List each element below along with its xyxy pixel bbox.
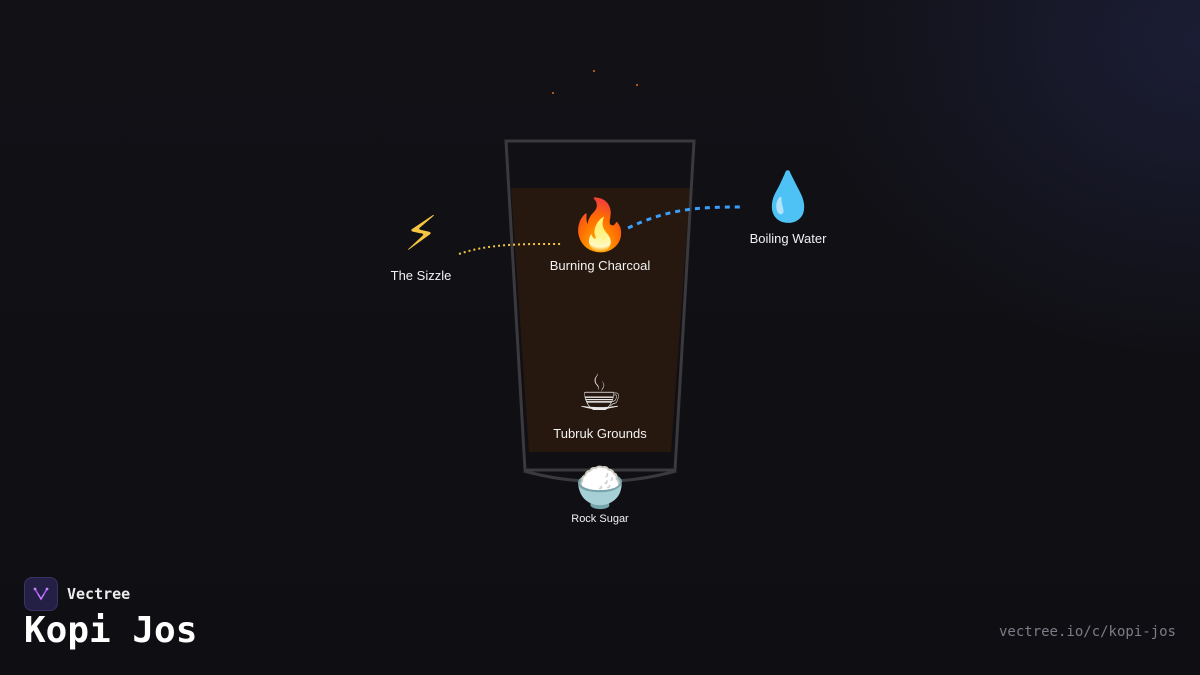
node-label-boiling-water: Boiling Water	[749, 231, 827, 246]
node-rock-sugar: 🍚 Rock Sugar	[550, 468, 650, 525]
page-title: Kopi Jos	[24, 610, 198, 651]
node-tubruk-grounds: ☕ Tubruk Grounds	[530, 368, 670, 441]
page-url-link[interactable]: vectree.io/c/kopi-jos	[998, 624, 1176, 640]
coffee-liquid	[511, 188, 690, 452]
lightning-icon: ⚡	[404, 206, 438, 262]
node-label-burning-charcoal: Burning Charcoal	[549, 258, 651, 273]
ember-particle	[593, 70, 595, 72]
node-label-tubruk-grounds: Tubruk Grounds	[553, 426, 647, 441]
ember-particle	[552, 92, 554, 94]
node-the-sizzle: ⚡ The Sizzle	[371, 210, 471, 283]
fire-icon: 🔥	[568, 196, 632, 254]
glass-base	[523, 469, 677, 483]
droplet-icon: 💧	[758, 169, 818, 225]
vectree-logo-icon	[24, 577, 58, 611]
node-boiling-water: 💧 Boiling Water	[738, 173, 838, 246]
connector-water	[627, 205, 743, 230]
hot-coffee-icon: ☕	[577, 364, 623, 422]
brand-block[interactable]: Vectree	[24, 577, 130, 611]
rice-bowl-icon: 🍚	[575, 465, 625, 511]
brand-name: Vectree	[67, 585, 131, 603]
node-label-the-sizzle: The Sizzle	[390, 268, 452, 283]
ember-particle	[636, 84, 638, 86]
connector-sizzle	[458, 242, 564, 255]
node-burning-charcoal: 🔥 Burning Charcoal	[530, 200, 670, 273]
node-label-rock-sugar: Rock Sugar	[571, 513, 629, 525]
